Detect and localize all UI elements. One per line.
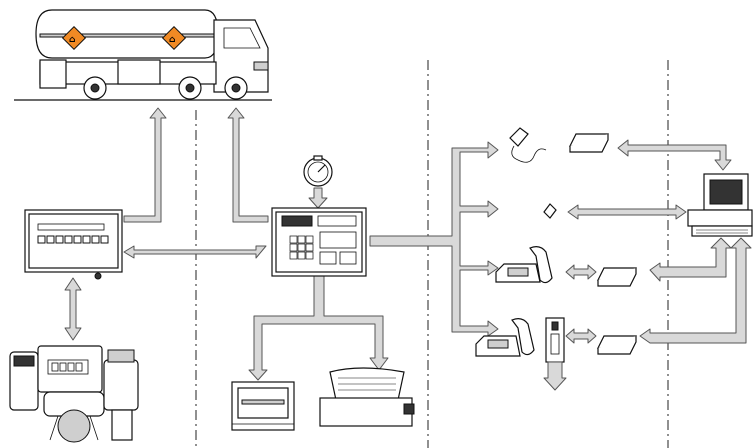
controller-unit-icon [271, 207, 367, 277]
hazard-symbol-2: ⌂ [169, 35, 176, 45]
zone-separators [195, 60, 669, 448]
data-key-icon [543, 203, 557, 219]
data-module-1-icon [569, 133, 609, 153]
hazard-placard-2: ⌂ [161, 25, 187, 51]
arrow-controller-printers [248, 275, 389, 381]
pressure-gauge-icon [303, 155, 333, 187]
hazard-symbol-1: ⌂ [69, 35, 76, 45]
register-display-icon [24, 209, 123, 280]
phone-modem-1-icon [495, 246, 553, 284]
arrow-truck-controller [227, 107, 269, 223]
arrow-controller-bus [369, 141, 499, 337]
card-slot-reader-icon [543, 317, 567, 391]
ticket-printer-icon [231, 381, 295, 431]
arrow-register-meter [64, 277, 82, 341]
tanker-truck-icon [14, 9, 272, 101]
arrow-key-computer [567, 204, 687, 220]
arrow-module1-computer [617, 139, 732, 171]
data-module-2-icon [597, 267, 637, 287]
arrow-phone2-module3 [565, 328, 597, 344]
desktop-computer-icon [687, 173, 753, 237]
arrow-register-controller [123, 245, 267, 259]
arrow-truck-register [123, 107, 167, 223]
arrow-phone1-module2 [565, 264, 597, 280]
arrow-module3-computer [639, 237, 752, 344]
phone-modem-2-icon [475, 318, 535, 357]
data-module-3-icon [597, 335, 637, 355]
arrow-gauge-controller [308, 187, 328, 209]
connection-arrows [64, 107, 752, 381]
handheld-reader-icon [509, 127, 547, 163]
meter-assembly-icon [9, 345, 139, 443]
arrow-module2-computer [649, 237, 732, 282]
slip-printer-icon [319, 367, 415, 427]
hazard-placard-1: ⌂ [61, 25, 87, 51]
